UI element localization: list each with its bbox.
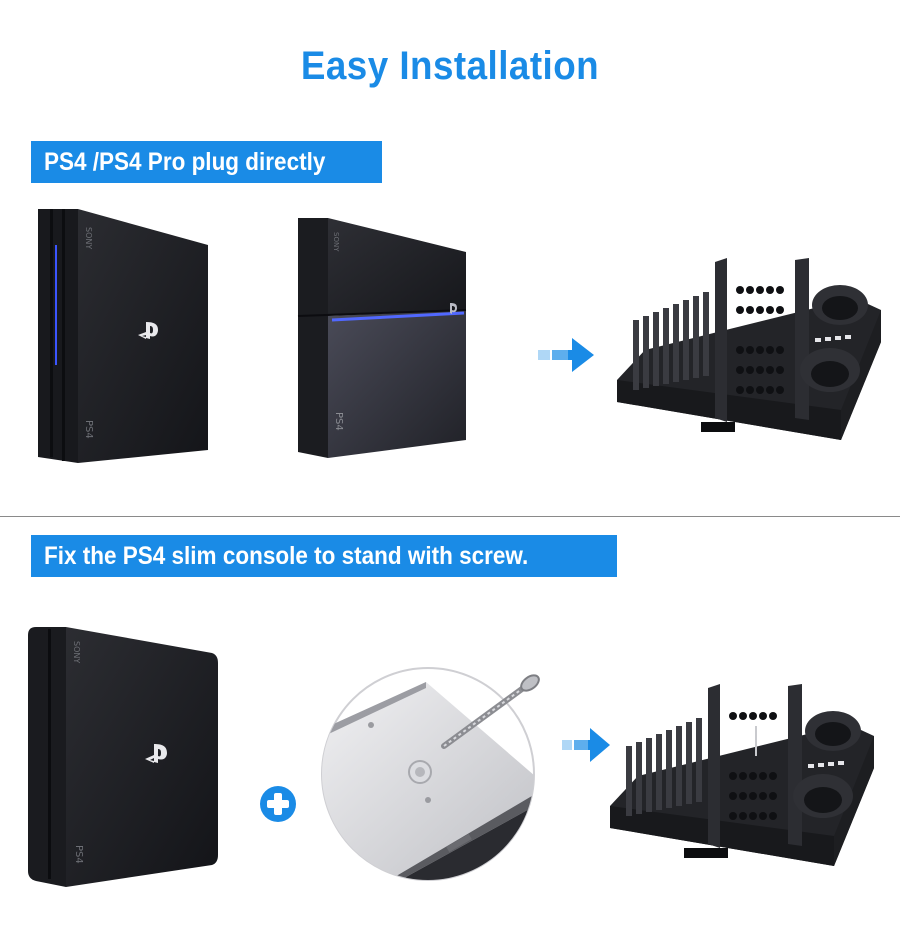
charging-stand-image — [610, 684, 874, 866]
screw-closeup-image — [321, 667, 540, 881]
section-two-banner: Fix the PS4 slim console to stand with s… — [31, 535, 617, 577]
screw-icon — [441, 674, 540, 749]
svg-text:PS4: PS4 — [73, 845, 84, 864]
playstation-logo-icon — [450, 303, 457, 314]
svg-text:PS4: PS4 — [83, 420, 94, 439]
playstation-logo-icon — [145, 744, 167, 763]
svg-text:SONY: SONY — [84, 227, 93, 249]
section-divider — [0, 516, 900, 517]
svg-text:PS4: PS4 — [333, 412, 344, 431]
ps4-pro-console-image: SONY PS4 — [38, 209, 208, 463]
plus-icon — [260, 786, 296, 822]
charging-stand-image — [617, 258, 881, 440]
playstation-logo-icon — [138, 322, 158, 339]
ps4-console-image: SONY PS4 — [297, 218, 467, 458]
svg-text:SONY: SONY — [332, 232, 340, 252]
page-title: Easy Installation — [300, 44, 600, 88]
svg-text:SONY: SONY — [72, 641, 81, 663]
section-one-banner-label: PS4 /PS4 Pro plug directly — [44, 148, 326, 176]
arrow-right-icon — [538, 338, 594, 372]
arrow-right-icon — [562, 728, 610, 762]
section-two-banner-label: Fix the PS4 slim console to stand with s… — [44, 542, 529, 570]
section-one-banner: PS4 /PS4 Pro plug directly — [31, 141, 382, 183]
ps4-slim-console-image: SONY PS4 — [28, 627, 218, 887]
